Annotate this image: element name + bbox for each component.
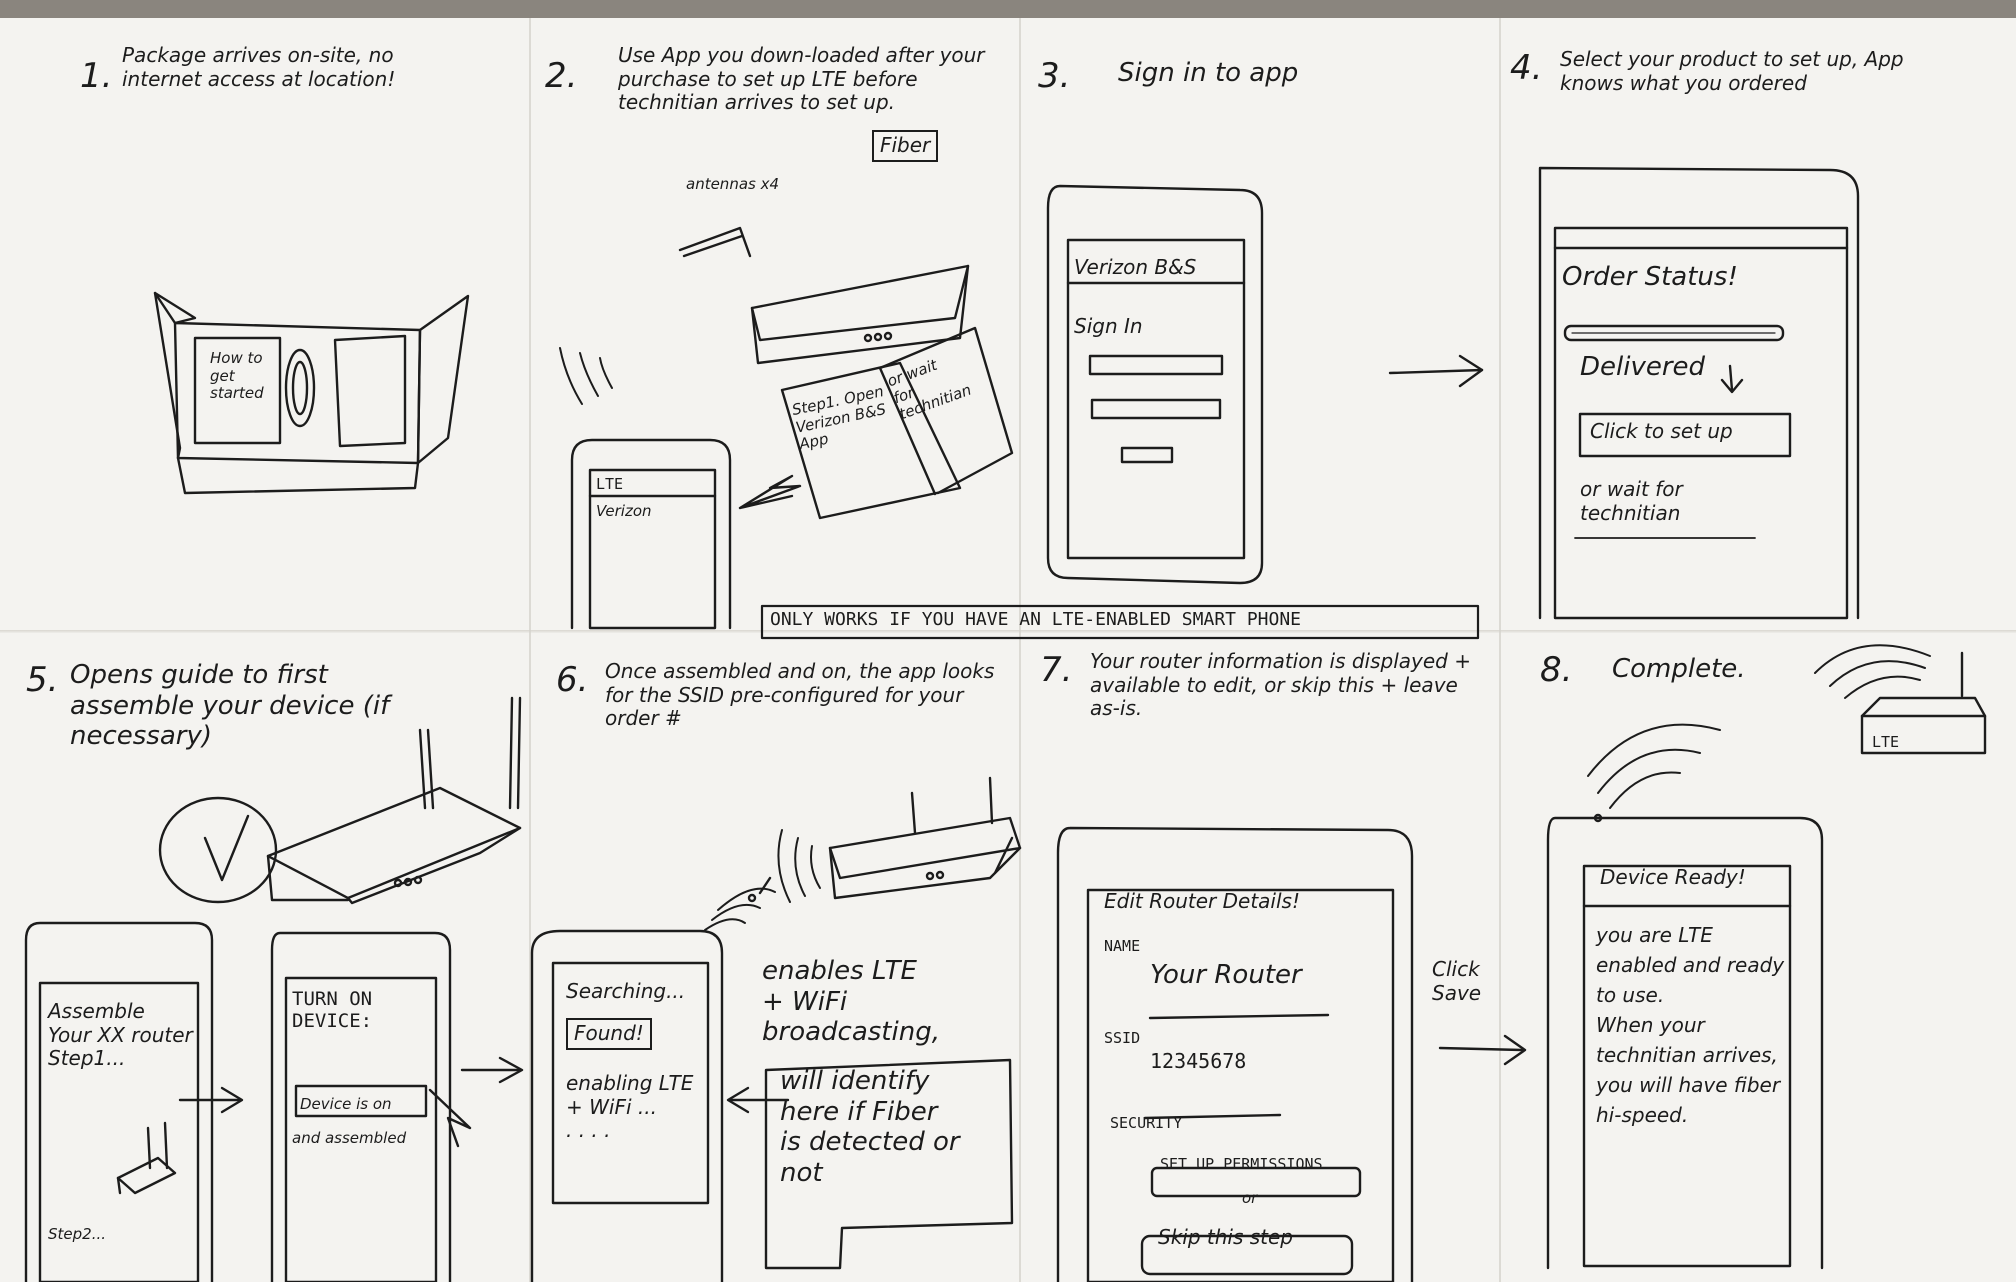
phone-sketch-p3 [1046,184,1264,585]
or-text: or [1242,1189,1258,1207]
router-lte-label: LTE [1872,733,1900,751]
fiber-box: Fiber [872,130,939,162]
found-badge: Found! [566,1018,652,1050]
phone-sketch-p6 [530,876,776,1282]
security-label: SECURITY [1110,1114,1183,1132]
click-to-setup-button[interactable]: Click to set up [1590,419,1733,443]
antenna-sketch [678,226,752,258]
assemble-step-text: Assemble Your XX router Step1... [48,999,193,1071]
ssid-label: SSID [1104,1029,1141,1047]
box-card-label: How to get started [210,349,264,403]
sketch-drawing [24,18,1987,1282]
router-sketch-p2 [750,264,970,365]
device-is-on-button[interactable]: Device is on [300,1095,392,1113]
phone-sketch-p5b [270,931,472,1282]
ssid-value[interactable]: 12345678 [1150,1049,1247,1073]
searching-text: Searching... [566,979,686,1003]
enabling-lte-text: enabling LTE + WiFi ... . . . . [566,1071,694,1143]
turn-on-device-title: TURN ON DEVICE: [292,988,373,1033]
panel-8-caption: Complete. [1612,654,1746,684]
step2-text: Step2... [48,1225,107,1243]
app-title: Verizon B&S [1074,255,1197,279]
phone-sketch-p7 [1056,826,1414,1282]
phone-verizon-text: Verizon [596,502,652,520]
set-up-permissions-button[interactable]: SET UP PERMISSIONS [1160,1155,1323,1173]
phone-sketch-p2 [559,347,802,630]
panel-4-caption: Select your product to set up, App knows… [1560,47,1904,95]
and-assembled-text: and assembled [292,1129,407,1147]
click-save-note: Click Save [1432,957,1482,1005]
panel-6-number: 6. [556,660,589,700]
panel-4-number: 4. [1510,48,1543,88]
edit-router-title: Edit Router Details! [1104,889,1300,913]
phone-sketch-p8 [1546,723,1824,1270]
router-sketch-p6 [777,776,1022,903]
panel-6-caption: Once assembled and on, the app looks for… [605,659,995,731]
panel-3-caption: Sign in to app [1118,58,1299,88]
device-ready-title: Device Ready! [1600,865,1746,889]
open-box-sketch [153,291,470,495]
panel-2-caption: Use App you down-loaded after your purch… [618,43,985,115]
or-wait-text: or wait for technitian [1580,477,1683,525]
order-status-label: Order Status! [1562,262,1738,292]
panel-2-number: 2. [545,56,578,96]
delivered-label: Delivered [1580,352,1706,382]
device-ready-body: you are LTE enabled and ready to use. Wh… [1596,923,1785,1127]
panel-7-number: 7. [1040,650,1073,690]
router-sketch-p5 [266,696,522,905]
checkmark-circle [158,796,278,904]
fiber-detection-note: will identify here if Fiber is detected … [780,1066,960,1189]
phone-sketch-p4 [1538,166,1860,620]
router-sketch-p8 [1814,644,1987,755]
phone-sketch-p5a [24,921,214,1282]
panel-5-caption: Opens guide to first assemble your devic… [70,660,390,752]
panel-1-number: 1. [80,56,113,96]
antennas-note: antennas x4 [686,175,780,193]
panel-5-number: 5. [26,660,59,700]
sign-in-label: Sign In [1074,314,1143,338]
router-name-value[interactable]: Your Router [1150,960,1302,990]
enables-broadcast-note: enables LTE + WiFi broadcasting, [762,956,940,1048]
panel-3-number: 3. [1038,56,1071,96]
panel-7-caption: Your router information is displayed + a… [1090,649,1471,721]
phone-header-lte: LTE [596,475,624,493]
panel-8-number: 8. [1540,650,1573,690]
skip-this-step-button[interactable]: Skip this step [1158,1225,1293,1249]
pamphlet-sketch [780,326,1014,520]
panel-1-caption: Package arrives on-site, no internet acc… [122,43,396,91]
name-label: NAME [1104,937,1141,955]
lte-requirement-banner: ONLY WORKS IF YOU HAVE AN LTE-ENABLED SM… [770,609,1302,630]
